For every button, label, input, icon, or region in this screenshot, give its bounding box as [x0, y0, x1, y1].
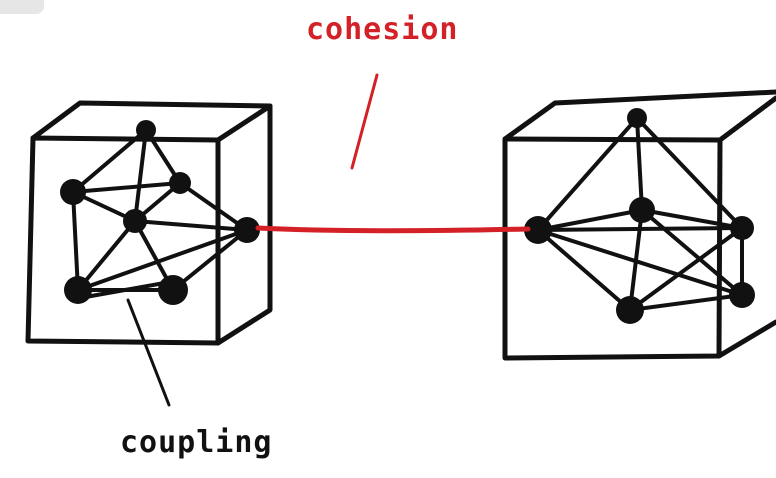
right-module-nodes — [524, 108, 755, 324]
corner-tab — [0, 0, 44, 14]
node — [64, 276, 92, 304]
node — [629, 197, 655, 223]
left-module-nodes — [60, 120, 260, 305]
node — [60, 179, 86, 205]
inter-module-link — [255, 225, 531, 234]
node — [627, 108, 647, 128]
coupling-label: coupling — [120, 425, 273, 460]
cohesion-pointer — [350, 73, 379, 170]
node — [234, 217, 260, 243]
left-module-edges — [71, 128, 249, 300]
right-module-edges — [536, 116, 744, 312]
node — [136, 120, 156, 140]
cohesion-label: cohesion — [306, 12, 459, 47]
left-module-cube — [25, 100, 273, 346]
node — [158, 275, 188, 305]
node — [123, 209, 147, 233]
node — [729, 282, 755, 308]
node — [730, 216, 754, 240]
node — [524, 216, 552, 244]
node — [169, 172, 191, 194]
right-module-cube — [502, 89, 776, 361]
coupling-pointer — [126, 298, 171, 407]
node — [616, 296, 644, 324]
